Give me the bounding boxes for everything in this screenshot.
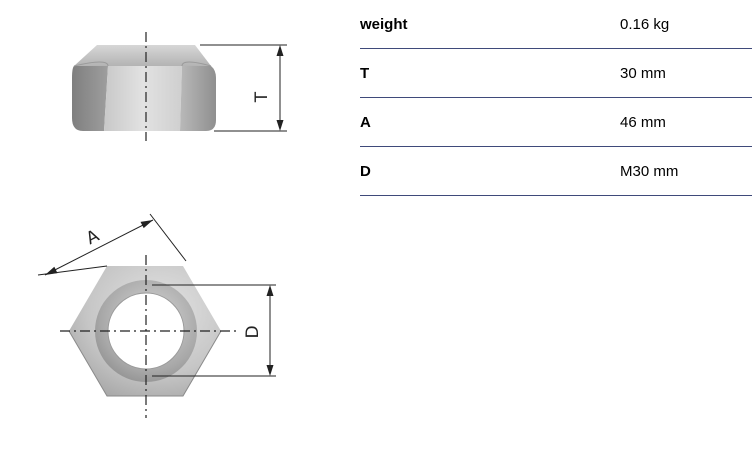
spec-row-A: A 46 mm xyxy=(360,97,752,147)
spec-value: 46 mm xyxy=(620,97,752,147)
dimension-label-A: A xyxy=(83,226,103,249)
dimension-label-D: D xyxy=(243,325,263,338)
nut-side-view xyxy=(72,45,216,131)
spec-label: A xyxy=(360,97,620,147)
nut-side-chamfer-top xyxy=(74,45,211,66)
nut-side-left-face xyxy=(72,66,108,131)
spec-row-D: D M30 mm xyxy=(360,146,752,196)
spec-value: M30 mm xyxy=(620,146,752,196)
spec-label: T xyxy=(360,48,620,98)
nut-technical-drawing: T A D xyxy=(37,32,287,418)
nut-side-middle-face xyxy=(104,66,182,131)
nut-side-right-face xyxy=(180,66,216,131)
spec-label: weight xyxy=(360,0,620,49)
spec-row-weight: weight 0.16 kg xyxy=(360,0,752,49)
dimension-T: T xyxy=(200,44,287,132)
dimension-D: D xyxy=(152,284,276,377)
spec-value: 30 mm xyxy=(620,48,752,98)
spec-label: D xyxy=(360,146,620,196)
spec-row-T: T 30 mm xyxy=(360,48,752,98)
dimension-A: A xyxy=(37,213,187,276)
spec-value: 0.16 kg xyxy=(620,0,752,49)
dimension-label-T: T xyxy=(252,91,272,103)
spec-table: weight 0.16 kg T 30 mm A 46 mm D M30 mm xyxy=(360,0,752,196)
